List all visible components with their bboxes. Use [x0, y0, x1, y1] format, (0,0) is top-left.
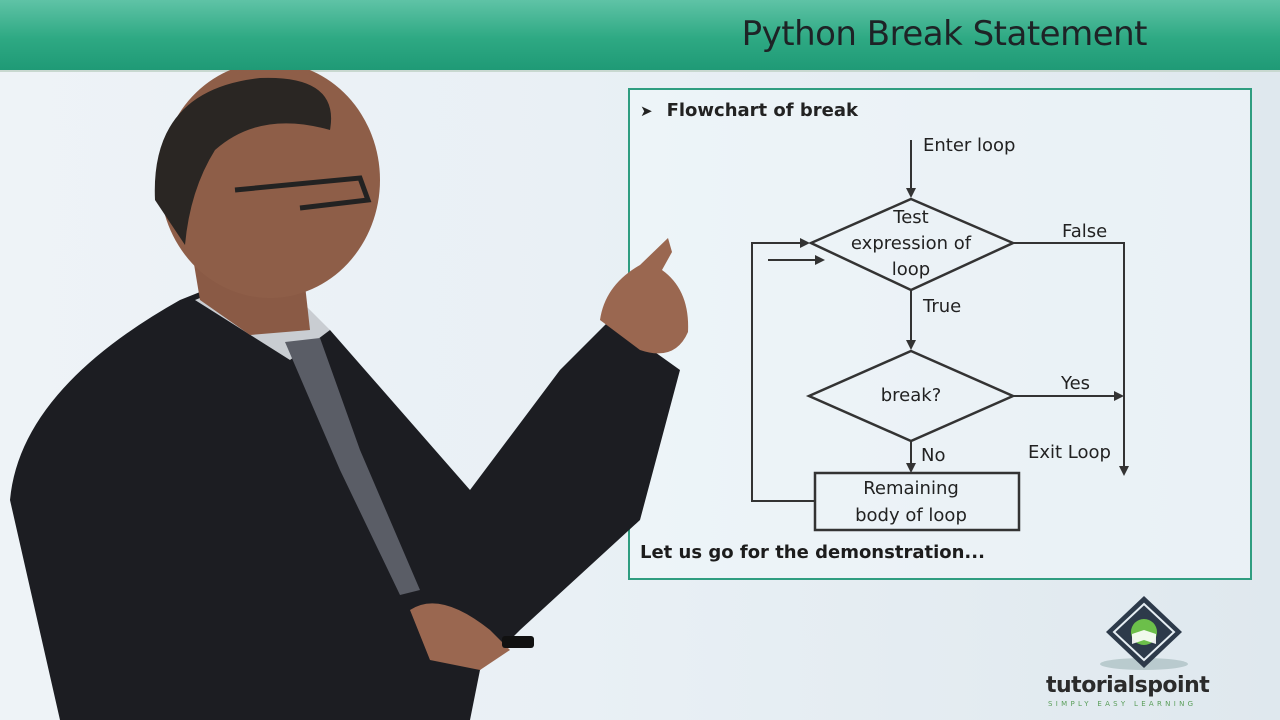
presenter-tie: [285, 338, 420, 595]
presenter-hand: [600, 238, 689, 354]
false-arrow: [1013, 242, 1129, 476]
arrow-bullet-icon: ➤: [640, 102, 653, 120]
false-label: False: [1062, 221, 1107, 242]
logo-wordmark-left: tutorials: [1046, 673, 1148, 698]
loop-back-arrow: [751, 238, 815, 502]
true-label: True: [922, 296, 961, 317]
no-label: No: [921, 445, 945, 466]
enter-loop-label: Enter loop: [923, 135, 1016, 156]
logo-wordmark-right: point: [1147, 673, 1210, 698]
logo-tagline: SIMPLY EASY LEARNING: [1048, 700, 1197, 708]
page-title: Python Break Statement: [741, 14, 1148, 54]
clicker-device: [502, 636, 534, 648]
presenter-hair: [154, 77, 332, 246]
presenter-glasses: [234, 175, 372, 211]
exit-loop-label: Exit Loop: [1028, 442, 1111, 463]
body-node-line-1: Remaining: [863, 478, 959, 499]
demonstration-text: Let us go for the demonstration...: [640, 542, 985, 563]
flowchart-panel: [628, 88, 1252, 580]
break-node-label: break?: [881, 385, 942, 406]
flowchart-heading: ➤ Flowchart of break: [640, 100, 858, 121]
test-node-line-3: loop: [892, 259, 930, 280]
presenter-suit: [10, 280, 680, 720]
logo-diamond-inner: [1112, 602, 1176, 662]
test-node-line-2: expression of: [851, 233, 972, 254]
yes-label: Yes: [1060, 373, 1090, 394]
logo-wordmark: tutorialspoint: [1046, 673, 1210, 698]
header-bar: Python Break Statement: [0, 0, 1280, 72]
tutorialspoint-logo: [1100, 596, 1188, 670]
body-node-line-2: body of loop: [855, 505, 967, 526]
logo-book-pages: [1132, 630, 1156, 644]
flowchart-heading-text: Flowchart of break: [666, 100, 858, 121]
presenter-image: [10, 70, 689, 720]
test-node-line-1: Test: [892, 207, 928, 228]
presenter-lower-hand: [410, 603, 510, 670]
